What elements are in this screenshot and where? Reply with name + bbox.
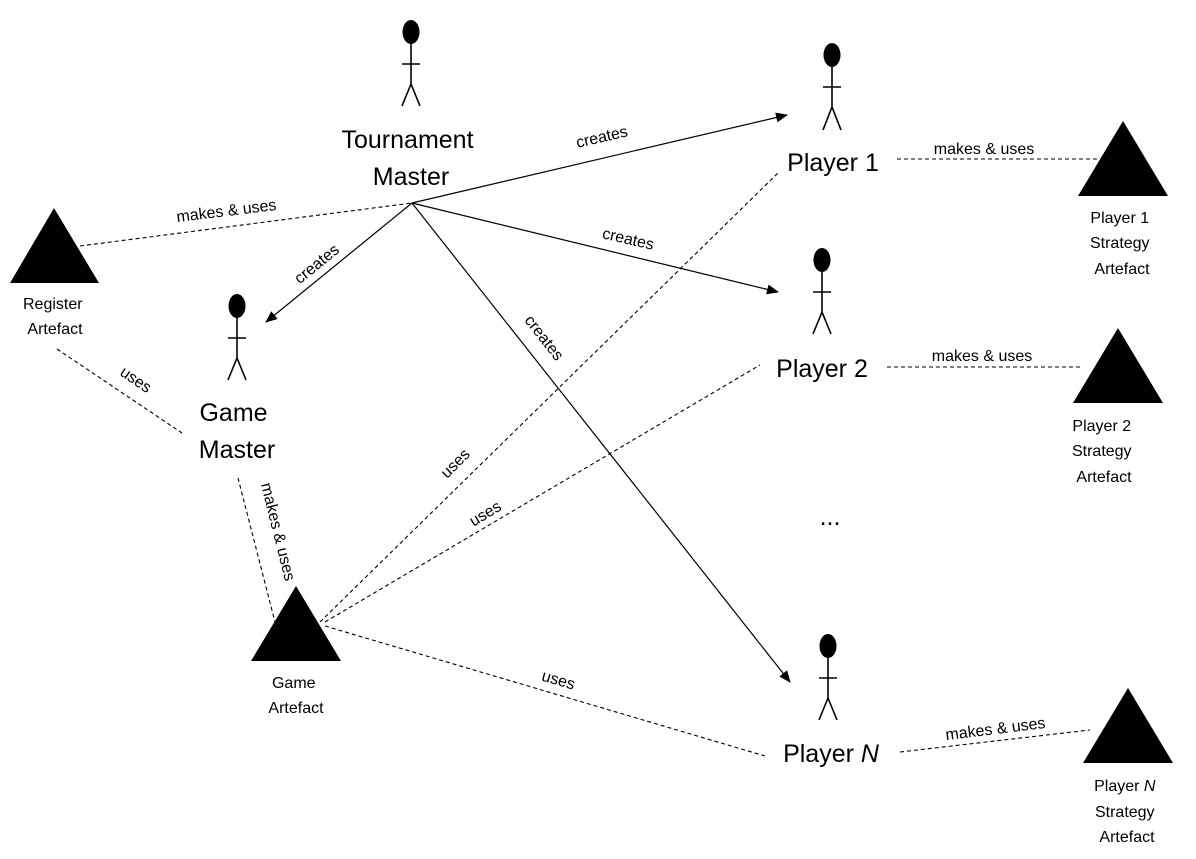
edge-pn-strategy xyxy=(899,729,1091,753)
game-master-label: Game Master xyxy=(199,399,275,464)
tournament-master-label: Tournament Master xyxy=(342,126,481,191)
label-p1-game: uses xyxy=(438,446,474,482)
label-tm-pn: creates xyxy=(521,312,567,364)
edge-p1-game xyxy=(319,172,779,623)
label-tm-p1: creates xyxy=(575,123,630,151)
game-artefact-label: Game Artefact xyxy=(268,675,324,717)
player-1-strategy-artefact-label: Player 1 Strategy Artefact xyxy=(1090,210,1154,278)
edge-tm-to-game-master xyxy=(265,202,413,323)
label-p2-strategy: makes & uses xyxy=(932,348,1032,365)
players-ellipsis: ... xyxy=(820,503,841,531)
label-p2-game: uses xyxy=(467,498,505,530)
label-p1-strategy: makes & uses xyxy=(934,141,1034,158)
register-artefact-icon xyxy=(10,208,99,283)
label-pn-strategy: makes & uses xyxy=(945,715,1047,744)
edge-gm-game xyxy=(237,477,276,623)
player-1-figure-icon xyxy=(822,43,842,131)
register-artefact-label: Register Artefact xyxy=(23,296,87,338)
player-2-figure-icon xyxy=(812,248,832,335)
tournament-master-figure-icon xyxy=(401,20,421,107)
edge-tm-to-player-n xyxy=(411,202,791,683)
edge-p2-game xyxy=(324,364,761,623)
edge-tm-to-player-1 xyxy=(411,112,788,204)
player-n-figure-icon xyxy=(818,634,838,721)
game-artefact-icon xyxy=(251,586,341,661)
edge-pn-game xyxy=(324,625,766,757)
player-2-strategy-artefact-label: Player 2 Strategy Artefact xyxy=(1072,418,1136,486)
player-1-strategy-artefact-icon xyxy=(1078,121,1168,196)
game-master-figure-icon xyxy=(227,294,247,381)
player-1-label: Player 1 xyxy=(787,149,879,177)
player-2-label: Player 2 xyxy=(776,355,868,383)
edge-tm-to-player-2 xyxy=(411,202,779,295)
player-2-strategy-artefact-icon xyxy=(1073,328,1163,403)
player-n-strategy-artefact-label: Player N Strategy Artefact xyxy=(1094,778,1160,846)
label-gm-register: uses xyxy=(117,364,155,397)
player-n-strategy-artefact-icon xyxy=(1083,688,1173,763)
label-tm-register: makes & uses xyxy=(176,197,278,226)
edge-gm-register xyxy=(56,348,183,434)
player-n-label: Player N xyxy=(783,740,880,768)
label-gm-game: makes & uses xyxy=(257,481,298,583)
label-pn-game: uses xyxy=(540,668,577,694)
label-tm-p2: creates xyxy=(601,225,656,253)
